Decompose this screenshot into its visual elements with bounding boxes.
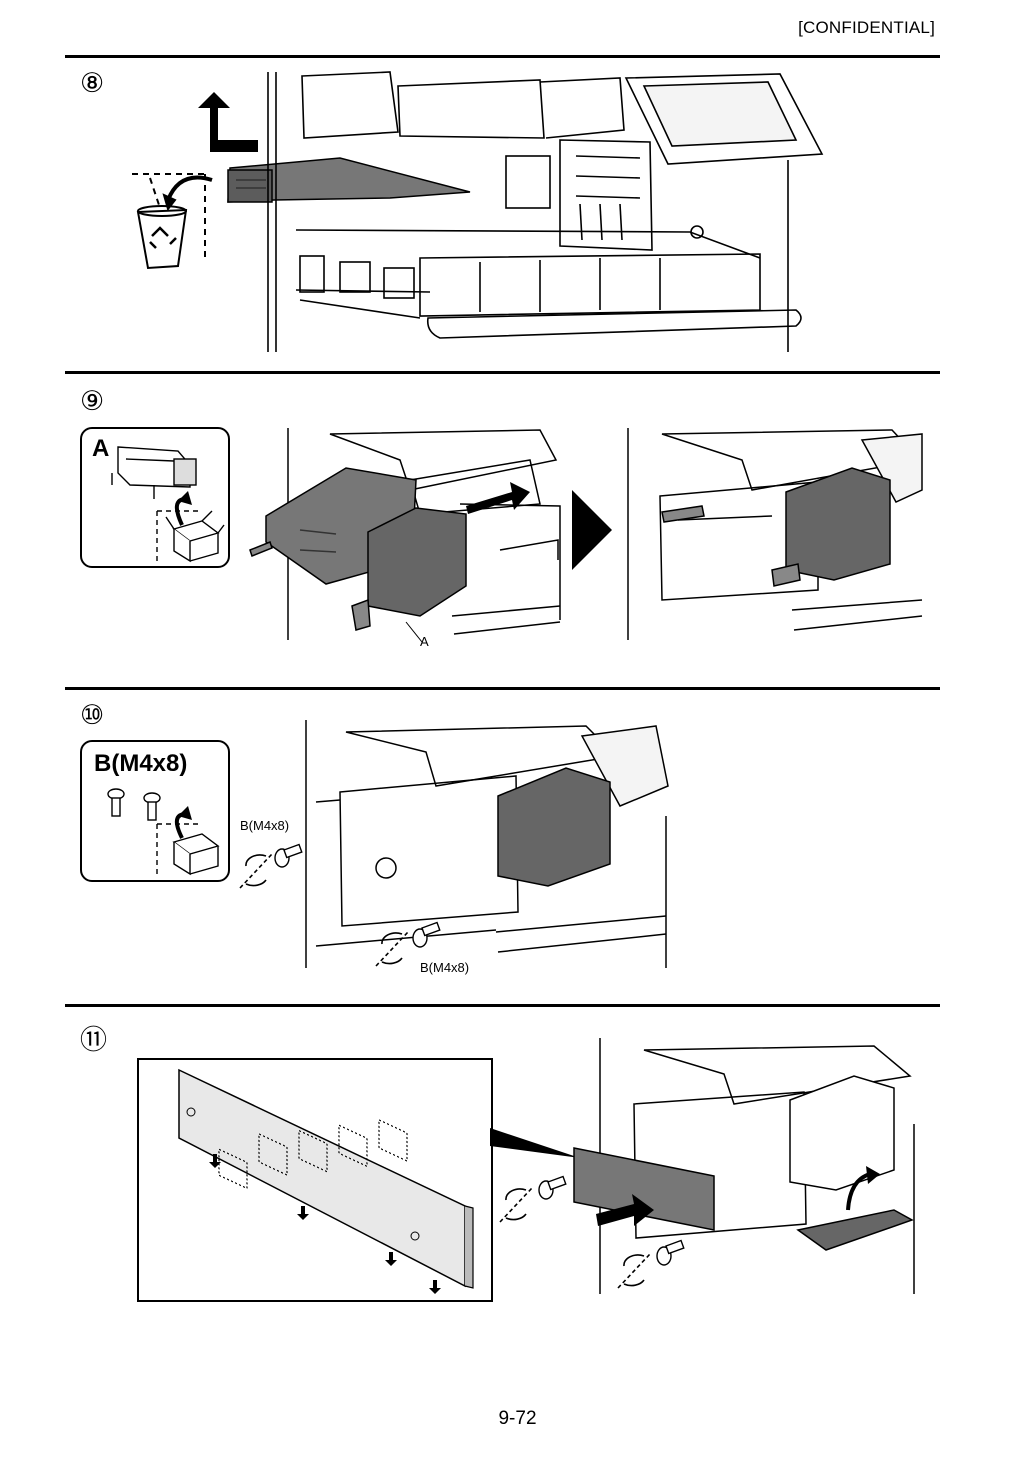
unit-a-gray [249,467,467,631]
remove-direction-arrow-icon [198,92,258,152]
step-number-9: ⑨ [80,386,105,417]
front-cover-gray [573,1147,914,1251]
step-8-illustration [132,71,824,352]
divider [65,55,940,58]
step-number-11: ⑪ [80,1025,107,1056]
step-10-illustration [239,720,669,968]
recycle-bin-icon [132,173,213,270]
screw-upper [538,1175,567,1200]
installed-unit-gray [661,467,891,587]
open-box-icon [156,510,225,565]
screw-label-1: B(M4x8) [240,818,290,833]
installed-unit-gray [497,767,611,887]
cover-detail-box [137,1058,493,1302]
rotate-screw-icon [375,931,409,967]
removed-tray [227,157,471,203]
page-number: 9-72 [498,1408,537,1429]
divider [65,687,940,690]
screw-lower [412,921,441,948]
right-arrow-icon [572,490,612,570]
push-direction-arrow-icon [596,1194,654,1226]
cover-panel-detail [178,1068,474,1294]
divider [65,1004,940,1007]
confidential-label: [CONFIDENTIAL] [798,18,935,37]
part-label-a: A [420,634,429,649]
part-a-callout: A [80,427,230,568]
part-a-thumbnail [111,446,225,565]
zoom-pointer [490,1128,580,1158]
screw-b-thumbnail [107,788,220,878]
step-number-10: ⑩ [80,700,105,731]
screw-upper [274,843,303,868]
machine-outline [267,71,824,352]
step-9-illustration-insert [249,428,561,643]
rotate-screw-icon [617,1253,651,1289]
open-box-icon [156,823,220,878]
insert-direction-arrow-icon [466,482,530,514]
step-11-illustration [499,1038,915,1294]
rotate-screw-icon [499,1187,533,1223]
rotate-screw-icon [239,853,273,889]
step-9-illustration-installed [627,428,923,640]
screw-b-callout: B(M4x8) [80,740,230,882]
callout-title-a: A [92,435,110,462]
down-arrow-icon [209,1154,441,1294]
divider [65,371,940,374]
screw-label-2: B(M4x8) [420,960,470,975]
step-number-8: ⑧ [80,68,105,99]
callout-title-b: B(M4x8) [94,750,188,777]
installed-unit [789,1075,895,1191]
screw-lower [656,1239,685,1266]
